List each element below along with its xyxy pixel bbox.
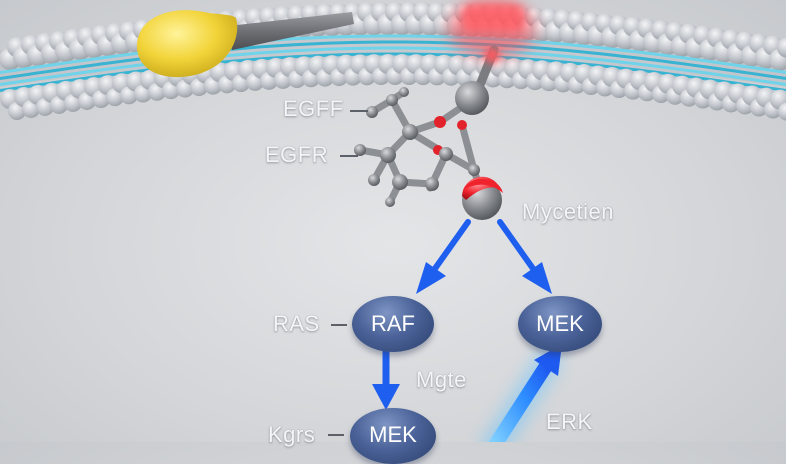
molecule-end-atom [462, 176, 503, 220]
node-raf: RAF [352, 296, 434, 352]
membrane-red-highlight [448, 0, 536, 58]
molecule-atoms [354, 81, 503, 220]
label-kgrs-tick [328, 434, 344, 436]
membrane-core-line [0, 46, 786, 87]
node-mek-right-label: MEK [536, 311, 584, 336]
label-kgrs: Kgrs [268, 422, 316, 447]
label-ras: RAS [273, 311, 320, 336]
membrane-bead [777, 37, 786, 58]
membrane-bead [778, 102, 786, 121]
label-egff: EGFF [283, 96, 344, 121]
node-mek-bottom: MEK [350, 408, 436, 464]
receptor-yellow [136, 10, 354, 78]
arrow-to-raf [416, 219, 471, 294]
label-ras-tick [331, 324, 347, 326]
label-egff-tick [350, 110, 368, 112]
membrane-core-line [0, 40, 786, 81]
label-mgte: Mgte [416, 367, 467, 392]
node-raf-label: RAF [371, 311, 415, 336]
arrow-raf-to-mek [372, 346, 400, 410]
node-mek-bottom-label: MEK [369, 422, 417, 447]
pathway-diagram [0, 0, 786, 442]
arrow-to-mek [497, 219, 552, 294]
membrane-core-line [0, 34, 786, 75]
arrow-glow-to-mek [482, 344, 562, 442]
label-egfr: EGFR [265, 142, 329, 167]
membrane-core [0, 34, 786, 93]
label-mycetien: Mycetien [522, 199, 615, 224]
membrane-core-line [0, 52, 786, 93]
membrane-bottom-beads [0, 54, 786, 121]
node-mek-right: MEK [518, 296, 602, 352]
label-erk: ERK [546, 409, 593, 434]
receptor-stalk [473, 45, 500, 95]
label-egfr-tick [340, 155, 358, 157]
